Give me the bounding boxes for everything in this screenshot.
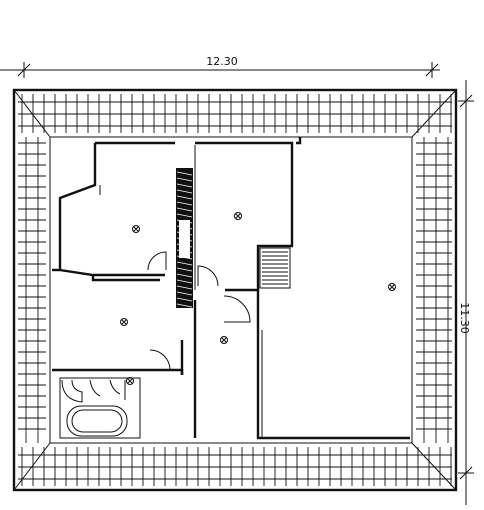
chimney-flue (179, 220, 190, 258)
ceiling-light-cross (121, 319, 127, 325)
chimney-hatch (176, 255, 193, 260)
chimney-hatch (176, 237, 193, 242)
door-swing-icon (149, 349, 171, 371)
bathtub-inner (71, 409, 123, 433)
ceiling-light-fixtures (120, 212, 396, 385)
chimney-hatch (176, 201, 193, 206)
interior-rooms (49, 136, 413, 444)
ceiling-light-cross (127, 378, 133, 384)
chimney-hatch (176, 177, 193, 182)
stairs (259, 247, 291, 289)
chimney-hatch (176, 225, 193, 230)
spiral-stair-icon (89, 379, 101, 397)
room-upper-left-wall (58, 143, 165, 277)
chimney-hatch (176, 231, 193, 236)
ceiling-light-icon (234, 212, 242, 220)
chimney-hatch (176, 243, 193, 248)
roof-hip-line (411, 89, 457, 138)
chimney-hatch (176, 291, 193, 296)
chimney-hatch (176, 273, 193, 278)
chimney-hatch (176, 303, 193, 308)
ceiling-light-cross (235, 213, 241, 219)
chimney-hatch (176, 213, 193, 218)
roof-outer-edge (12, 88, 458, 492)
chimney-hatch (176, 261, 193, 266)
door-swing-icon (197, 265, 219, 287)
chimney-hatch (176, 279, 193, 284)
bathroom-wall (59, 377, 141, 439)
chimney-hatch (176, 285, 193, 290)
chimney-hatch (176, 249, 193, 254)
room-upper-middle-wall (195, 141, 294, 292)
ceiling-light-cross (221, 337, 227, 343)
door-swing-icon (223, 295, 251, 323)
depth-dimension: 11.30 (458, 80, 474, 505)
ceiling-light-cross (389, 284, 395, 290)
chimney-hatch (176, 171, 193, 176)
roof-tile-border (18, 94, 452, 486)
chimney-hatch (176, 207, 193, 212)
stair-treads (262, 251, 288, 285)
width-dimension-label: 12.30 (206, 55, 238, 68)
wall (91, 275, 160, 282)
bathtub-icon (66, 405, 128, 437)
ceiling-light-cross (133, 226, 139, 232)
spiral-stair-icon (61, 379, 83, 403)
ceiling-light-icon (220, 336, 228, 344)
chimney-hatch (176, 195, 193, 200)
roof-hip-line (13, 442, 51, 491)
width-dimension: 12.30 (0, 55, 440, 78)
ceiling-light-icon (132, 225, 140, 233)
chimney-hatch (176, 189, 193, 194)
wall (296, 137, 302, 145)
spiral-stair-icon (109, 379, 121, 395)
chimney-hatch (176, 219, 193, 224)
roof-hip-line (13, 89, 51, 138)
ceiling-light-icon (120, 318, 128, 326)
ceiling-light-icon (388, 283, 396, 291)
door-swing-icon (147, 251, 167, 271)
chimney-hatch (176, 267, 193, 272)
chimney-hatch (176, 297, 193, 302)
room-right-wall (256, 290, 410, 440)
depth-dimension-label: 11.30 (458, 302, 471, 334)
bathroom (59, 377, 141, 439)
window-marks (49, 136, 413, 444)
ceiling-light-icon (126, 377, 134, 385)
roof-hip-line (411, 442, 457, 491)
chimney-hatch (176, 183, 193, 188)
